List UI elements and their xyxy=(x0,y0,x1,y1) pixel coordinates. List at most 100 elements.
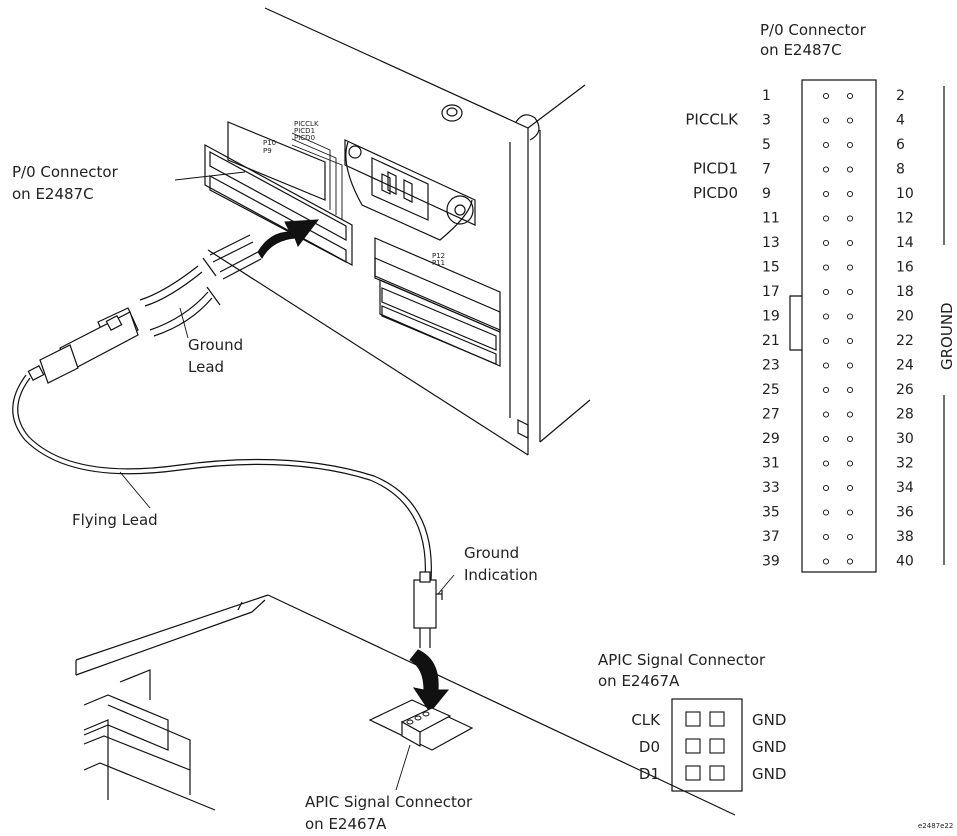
pin-number-right: 26 xyxy=(896,382,914,398)
pin-number-right: 28 xyxy=(896,407,914,423)
pin-signal-name: PICCLK xyxy=(685,111,739,129)
pin-hole xyxy=(822,190,830,198)
apic-pin-square xyxy=(709,765,725,781)
pin-number-right: 2 xyxy=(896,88,905,104)
pin-number-left: 13 xyxy=(762,235,780,251)
ground-lead-line2: Lead xyxy=(188,358,224,376)
pin-number-left: 21 xyxy=(762,333,780,349)
pin-number-left: 31 xyxy=(762,456,780,472)
pin-number-right: 20 xyxy=(896,309,914,325)
pin-hole xyxy=(846,288,854,296)
pin-number-right: 24 xyxy=(896,358,914,374)
pin-signal-name: PICD1 xyxy=(693,160,738,178)
pin-hole xyxy=(822,509,830,516)
pin-number-left: 39 xyxy=(762,554,780,570)
apic-pin-signal: D0 xyxy=(639,738,660,756)
pinout-body xyxy=(801,79,877,573)
apic-pin-square xyxy=(685,738,701,754)
pin-number-left: 11 xyxy=(762,211,780,227)
pin-hole xyxy=(822,386,830,394)
pin-hole xyxy=(846,386,854,394)
pin-number-right: 10 xyxy=(896,186,914,202)
port-label-p11: P11 xyxy=(432,259,445,267)
pin-number-left: 19 xyxy=(762,309,780,325)
apic-bottom-line2: on E2467A xyxy=(305,815,387,833)
ground-indication-line2: Indication xyxy=(464,566,538,584)
pin-number-right: 38 xyxy=(896,529,914,545)
pin-hole xyxy=(846,141,854,149)
pin-hole xyxy=(846,264,854,271)
arrow-to-connector-icon xyxy=(257,219,320,259)
pin-number-right: 22 xyxy=(896,333,914,349)
apic-right-line2: on E2467A xyxy=(598,672,680,690)
port-label-p10: P10 xyxy=(263,139,276,147)
apic-pin-ground: GND xyxy=(752,765,786,783)
pin-hole xyxy=(822,435,830,443)
pin-hole xyxy=(846,411,854,418)
port-label-p9: P9 xyxy=(263,147,272,155)
flying-lead-cable xyxy=(12,234,443,648)
pin-hole xyxy=(846,117,854,124)
pin-number-right: 14 xyxy=(896,235,914,251)
port-label-picd1: PICD1 xyxy=(294,127,315,135)
pin-number-left: 17 xyxy=(762,284,780,300)
apic-pin-square xyxy=(685,765,701,781)
ground-lead-line1: Ground xyxy=(188,336,243,354)
pin-hole xyxy=(846,435,854,443)
pin-number-left: 29 xyxy=(762,431,780,447)
pin-hole xyxy=(822,92,830,100)
pin-hole xyxy=(822,215,830,222)
pin-hole xyxy=(822,239,830,247)
pin-number-left: 35 xyxy=(762,505,780,521)
figure-id: e2487e22 xyxy=(918,822,953,830)
pin-hole xyxy=(822,288,830,296)
pin-number-left: 1 xyxy=(762,88,771,104)
pin-number-left: 9 xyxy=(762,186,771,202)
pin-number-right: 30 xyxy=(896,431,914,447)
pin-hole xyxy=(846,166,854,173)
pin-number-right: 12 xyxy=(896,211,914,227)
pin-hole xyxy=(846,313,854,320)
leader-lines xyxy=(119,171,455,791)
apic-body xyxy=(671,698,743,792)
pin-number-right: 16 xyxy=(896,260,914,276)
port-label-p12: P12 xyxy=(432,252,445,260)
apic-pin-ground: GND xyxy=(752,711,786,729)
pin-hole xyxy=(846,484,854,492)
power-socket xyxy=(344,139,476,241)
pin-hole xyxy=(822,337,830,345)
port-group-right xyxy=(374,237,501,367)
pin-hole xyxy=(846,239,854,247)
pin-number-left: 37 xyxy=(762,529,780,545)
pin-hole xyxy=(846,190,854,198)
pin-number-left: 33 xyxy=(762,480,780,496)
pin-hole xyxy=(846,215,854,222)
pin-hole xyxy=(822,141,830,149)
pin-hole xyxy=(846,460,854,467)
pin-number-right: 34 xyxy=(896,480,914,496)
pin-hole xyxy=(822,484,830,492)
apic-pin-signal: CLK xyxy=(631,711,661,729)
pin-hole xyxy=(846,509,854,516)
pin-hole xyxy=(822,166,830,173)
flying-lead-label: Flying Lead xyxy=(72,511,158,529)
po-connector-right-line1: P/0 Connector xyxy=(760,21,867,39)
pin-hole xyxy=(846,92,854,100)
apic-right-line1: APIC Signal Connector xyxy=(598,651,766,669)
pin-number-left: 7 xyxy=(762,162,771,178)
pin-number-left: 23 xyxy=(762,358,780,374)
pin-hole xyxy=(822,264,830,271)
apic-pin-square xyxy=(685,711,701,727)
apic-connector-diagram: APIC Signal Connector on E2467A CLK GND D0… xyxy=(598,651,786,792)
arrow-to-apic-icon xyxy=(409,649,450,713)
po-connector-left-line2: on E2487C xyxy=(12,185,94,203)
ground-vertical-label: GROUND xyxy=(938,302,956,370)
pin-hole xyxy=(822,117,830,124)
ground-indication-line1: Ground xyxy=(464,544,519,562)
pin-hole xyxy=(822,313,830,320)
port-label-picd0: PICD0 xyxy=(294,134,315,142)
pin-hole xyxy=(846,558,854,565)
